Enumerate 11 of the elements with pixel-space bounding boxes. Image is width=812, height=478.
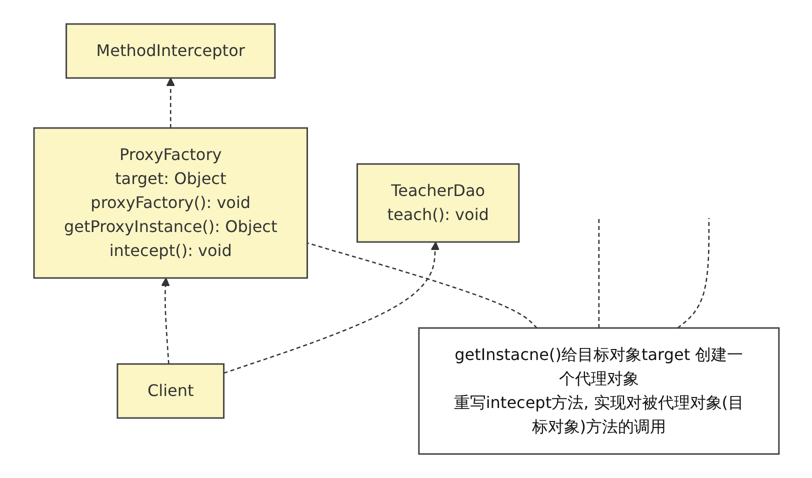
arrow	[160, 278, 170, 364]
node-box: TeacherDao teach(): void	[356, 163, 520, 243]
connector	[598, 218, 600, 328]
connector	[676, 218, 710, 328]
connector	[306, 242, 537, 328]
node-box: Client	[116, 363, 224, 419]
node-box: ProxyFactory target: Object proxyFactory(): void getProxyInstance(): Object intecept(): void	[32, 127, 308, 279]
node-box: getInstacne()给目标对象target 创建一个代理对象 重写intecept方法, 实现对被代理对象(目标对象)方法的调用	[418, 327, 780, 455]
arrow	[223, 242, 440, 374]
node-box: MethodInterceptor	[65, 23, 276, 79]
arrow	[166, 78, 175, 128]
